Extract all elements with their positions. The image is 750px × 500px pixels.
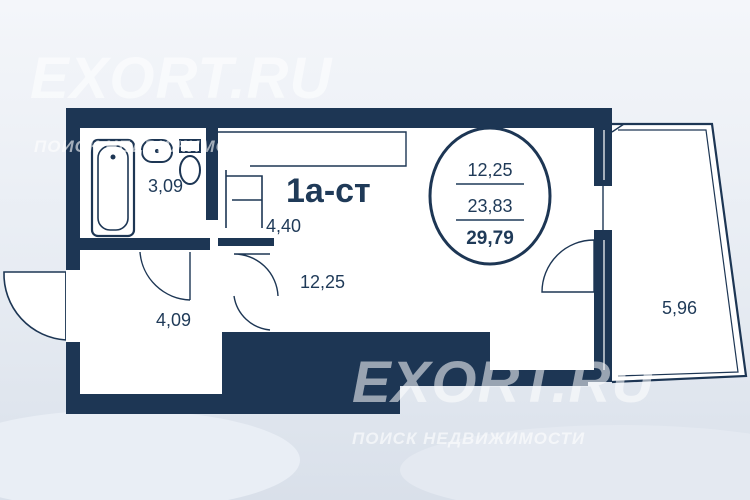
sink-drain-icon [155,149,159,153]
watermark-tagline-top: ПОИСК НЕДВИЖИМОСТИ [34,137,267,156]
loggia-railing [617,129,739,377]
bathroom-area-label: 3,09 [148,176,183,196]
bathtub-inner [97,145,129,231]
bathtub-drain-icon [110,154,116,160]
loggia-area-label: 5,96 [662,298,697,318]
kitchen-counter [218,131,407,167]
hall-area-label: 4,40 [266,216,301,236]
summary-area-without-loggia: 23,83 [467,196,512,216]
summary-circle [428,126,552,266]
summary-living-area: 12,25 [467,160,512,180]
entrance-opening [66,270,80,342]
entrance-door [3,271,67,341]
balcony-door-swing [541,239,595,293]
watermark-brand-bottom: EXORT.RU [352,350,655,415]
watermark-brand-top: EXORT.RU [30,46,333,111]
watermark-tagline-bottom: ПОИСК НЕДВИЖИМОСТИ [352,429,585,448]
bathroom-door-swing [139,251,191,301]
loggia [611,122,748,384]
hall-wall-right [218,238,274,246]
loggia-corner [611,123,625,133]
bathroom-wall-bottom [80,238,210,250]
room-door-swing [233,253,279,331]
bathroom-wall-right [206,128,218,220]
apartment-type-label: 1а-ст [286,172,371,210]
kitchen-niche [225,170,263,228]
toilet-bowl [179,155,201,185]
corridor-area-label: 4,09 [156,310,191,330]
living-room-area-label: 12,25 [300,272,345,292]
summary-total-area: 29,79 [466,228,514,249]
toilet-tank [179,139,201,153]
